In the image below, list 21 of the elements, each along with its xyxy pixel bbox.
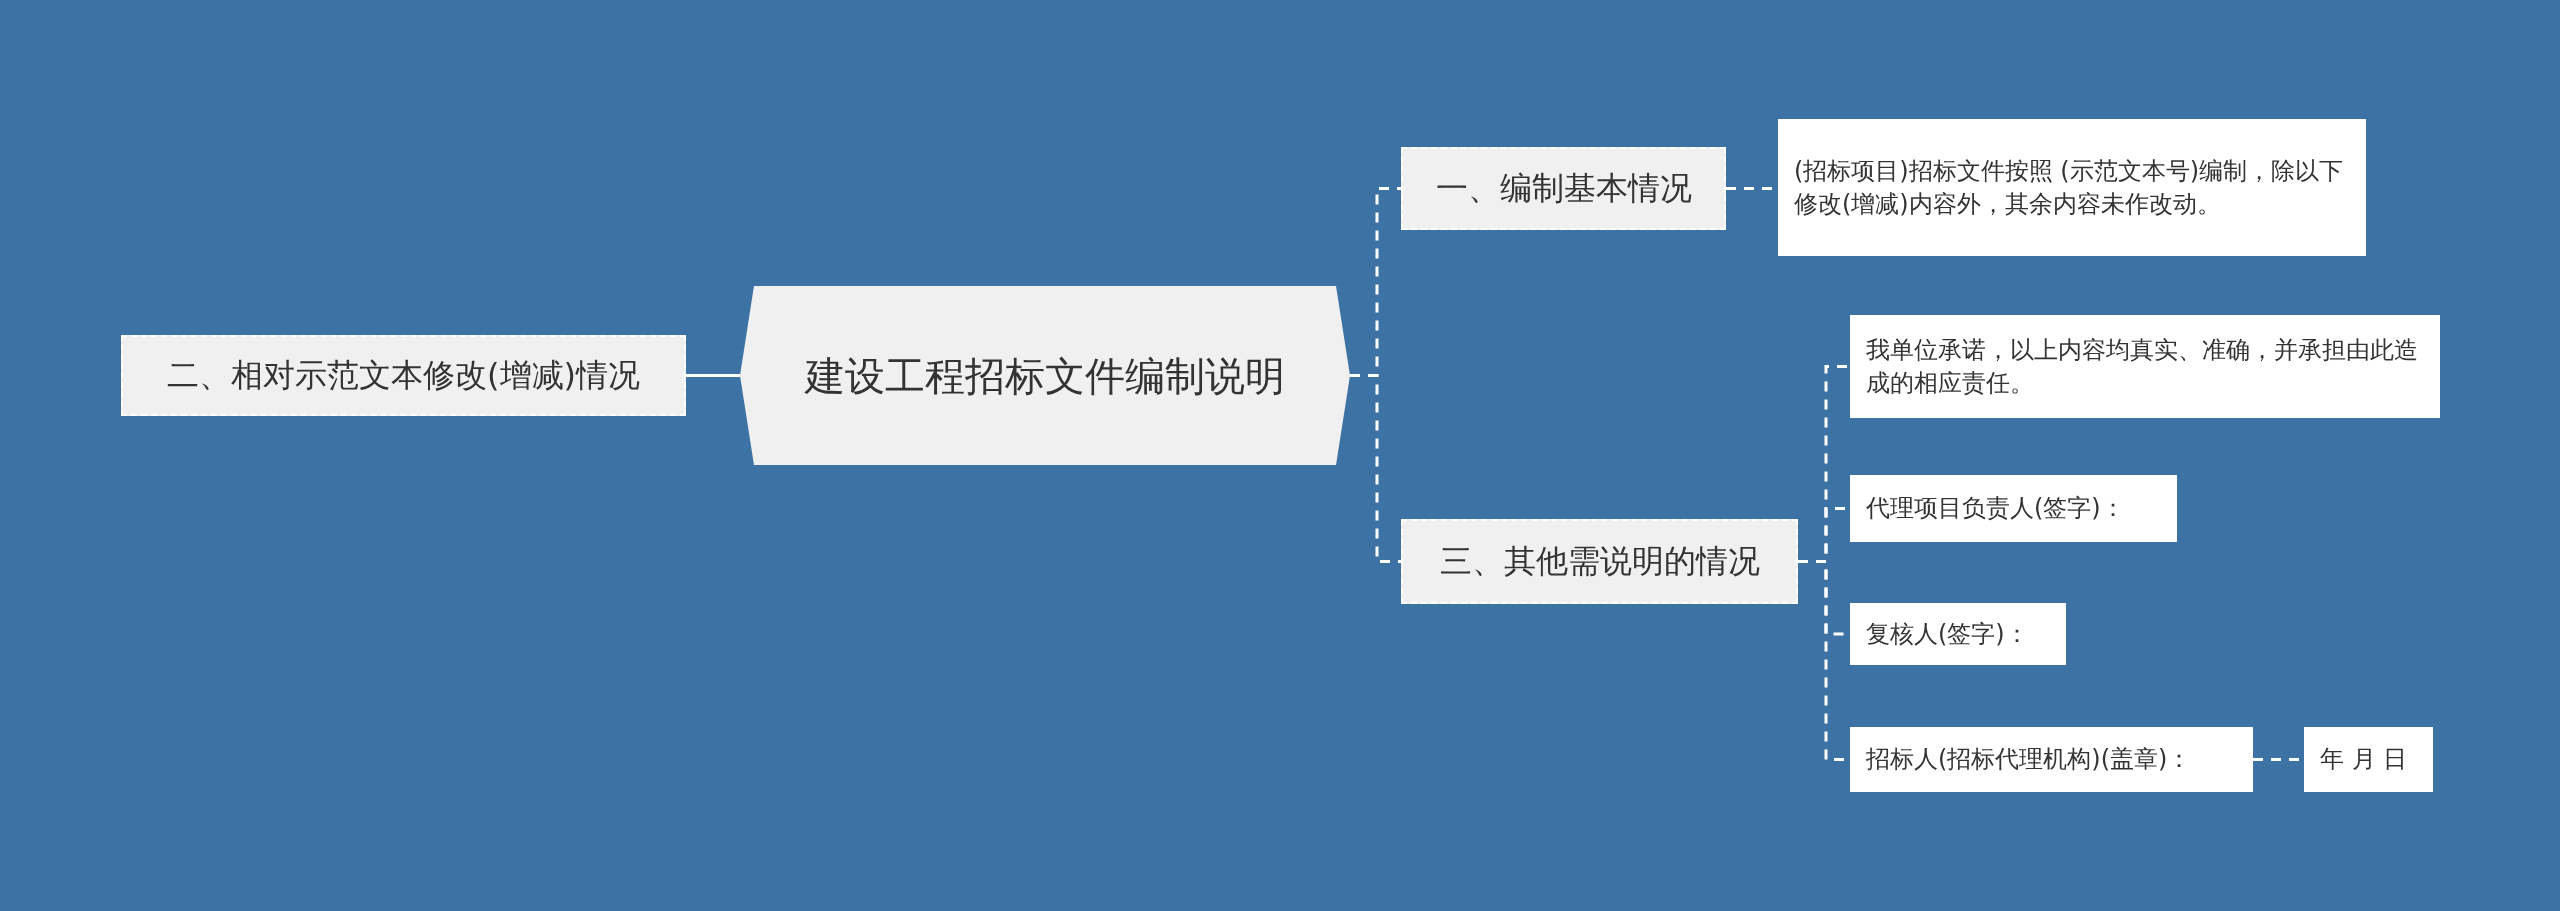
leaf-box [1850,727,2253,792]
leaf-box [1850,315,2440,418]
node-text: 三、其他需说明的情况 [1439,540,1760,582]
leaf-box [2304,727,2433,792]
branch-box [121,335,686,416]
connector-line [1350,374,1401,563]
branch-box [1401,147,1726,230]
node-text: 一、编制基本情况 [1435,167,1692,209]
node-text: 我单位承诺，以上内容均真实、准确，并承担由此造成的相应责任。 [1866,335,2419,399]
node-text: 年 月 日 [2320,744,2408,776]
leaf-box [1778,119,2366,256]
node-text: 复核人(签字)： [1866,618,2029,650]
branch-box [1401,519,1798,604]
leaf-box [1850,475,2177,542]
node-text: 二、相对示范文本修改(增减)情况 [167,354,640,396]
node-text: 建设工程招标文件编制说明 [805,351,1285,401]
node-text: 代理项目负责人(签字)： [1866,493,2125,525]
connector-line [686,374,740,377]
node-text: (招标项目)招标文件按照 (示范文本号)编制，除以下修改(增减)内容外，其余内容未作改动。 [1794,156,2345,220]
leaf-box [1850,603,2066,665]
node-text: 招标人(招标代理机构)(盖章)： [1866,744,2192,776]
